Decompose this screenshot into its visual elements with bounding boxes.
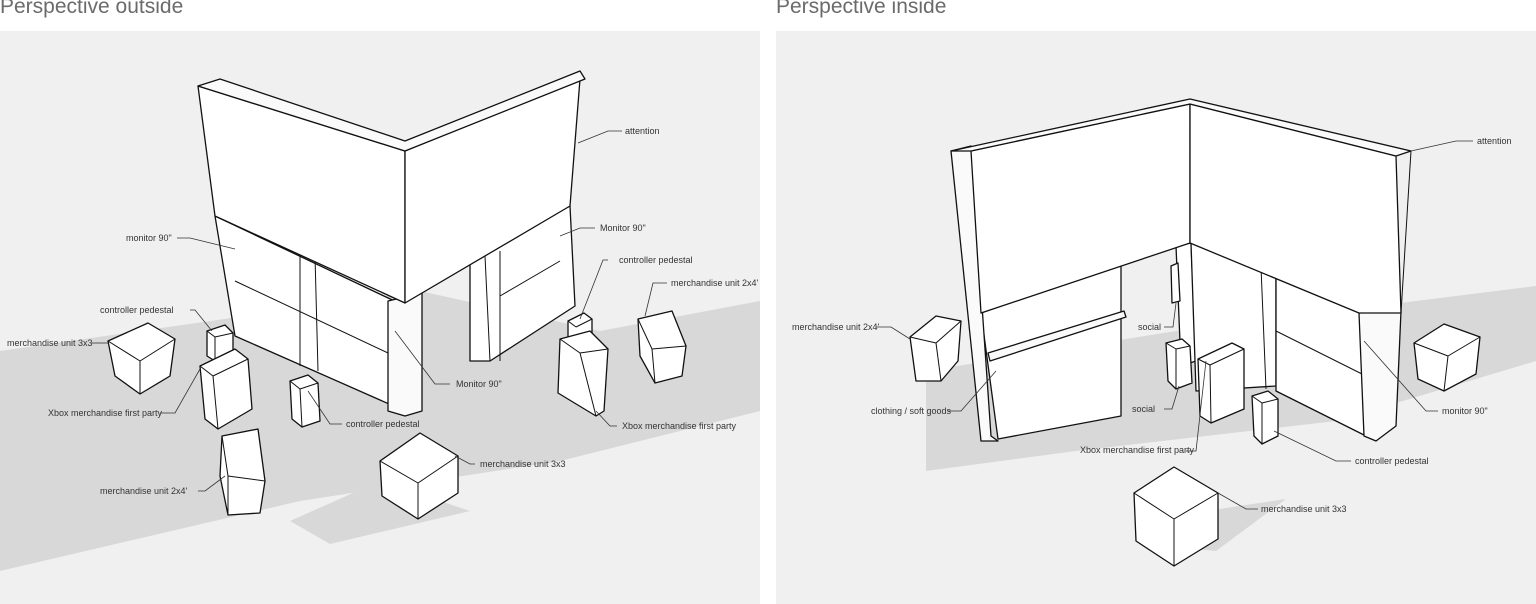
merch-3x3-a bbox=[107, 322, 176, 395]
merch-2x4-b bbox=[637, 310, 687, 384]
inside-controller-pedestal bbox=[1251, 390, 1279, 445]
inside-merch-3x3-right bbox=[1413, 323, 1481, 392]
label-merch-2x4-a: merchandise unit 2x4' bbox=[100, 486, 188, 496]
merch-2x4-a bbox=[219, 428, 266, 516]
outside-diagram: attention monitor 90" Monitor 90" contro… bbox=[0, 70, 760, 571]
label-inside-merch-3x3: merchandise unit 3x3 bbox=[1261, 504, 1347, 514]
label-merch-3x3-b: merchandise unit 3x3 bbox=[480, 459, 566, 469]
panel-inside: attention merchandise unit 2x4' social s… bbox=[776, 31, 1536, 604]
xbox-merch-a bbox=[199, 348, 253, 430]
label-attention: attention bbox=[625, 126, 660, 136]
inside-social-b bbox=[1165, 338, 1193, 390]
label-inside-merch-2x4: merchandise unit 2x4' bbox=[792, 322, 880, 332]
label-controller-pedestal-b: controller pedestal bbox=[346, 419, 420, 429]
label-monitor-left: monitor 90" bbox=[126, 233, 172, 243]
label-monitor-front: Monitor 90" bbox=[456, 379, 502, 389]
inside-diagram: attention merchandise unit 2x4' social s… bbox=[792, 98, 1536, 567]
merch-3x3-b bbox=[379, 432, 459, 520]
inside-top-edge bbox=[950, 98, 1412, 157]
label-monitor-right: Monitor 90" bbox=[600, 223, 646, 233]
label-inside-monitor: monitor 90" bbox=[1442, 406, 1488, 416]
panel-outside: attention monitor 90" Monitor 90" contro… bbox=[0, 31, 760, 604]
inside-xbox-merch bbox=[1197, 342, 1245, 424]
panel-title-outside: Perspective outside bbox=[0, 0, 184, 18]
label-xbox-b: Xbox merchandise first party bbox=[622, 421, 737, 431]
label-xbox-a: Xbox merchandise first party bbox=[48, 408, 163, 418]
inside-merch-3x3-front bbox=[1133, 466, 1219, 567]
label-merch-3x3-a: merchandise unit 3x3 bbox=[7, 338, 93, 348]
inside-merch-2x4 bbox=[909, 315, 962, 382]
label-inside-social-b: social bbox=[1132, 404, 1155, 414]
xbox-merch-b bbox=[557, 330, 609, 417]
controller-pedestal-b bbox=[289, 374, 321, 428]
label-inside-social-a: social bbox=[1138, 322, 1161, 332]
booth-top-edge bbox=[197, 70, 586, 152]
label-inside-controller-pedestal: controller pedestal bbox=[1355, 456, 1429, 466]
label-controller-pedestal-c: controller pedestal bbox=[619, 255, 693, 265]
label-inside-xbox: Xbox merchandise first party bbox=[1080, 445, 1195, 455]
label-controller-pedestal-a: controller pedestal bbox=[100, 305, 174, 315]
inside-shelf bbox=[987, 310, 1127, 362]
label-inside-clothing: clothing / soft goods bbox=[871, 406, 952, 416]
inside-social-a bbox=[1170, 262, 1181, 304]
label-inside-attention: attention bbox=[1477, 136, 1512, 146]
booth-front-pillar bbox=[387, 292, 423, 417]
label-merch-2x4-b: merchandise unit 2x4' bbox=[671, 278, 759, 288]
panel-title-inside: Perspective inside bbox=[776, 0, 947, 18]
